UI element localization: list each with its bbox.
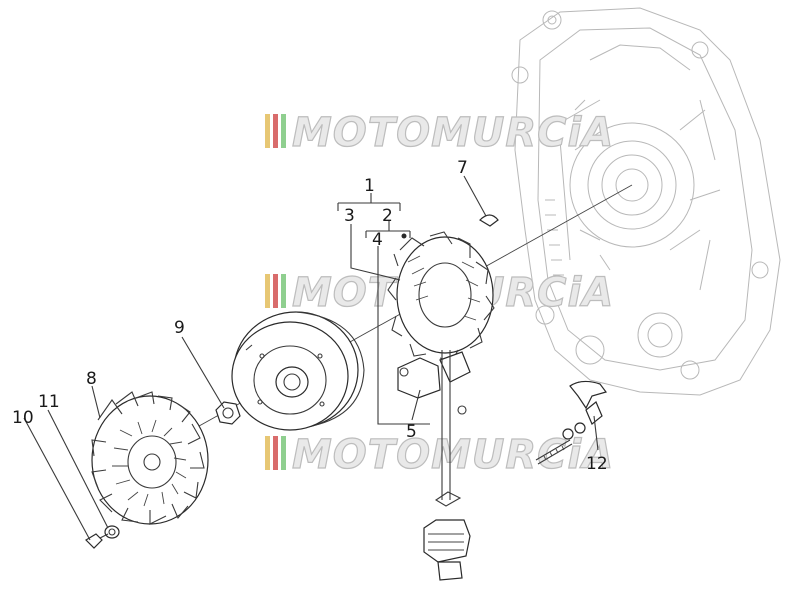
flywheel-rotor xyxy=(231,311,365,431)
callout-12: 12 xyxy=(586,454,608,474)
callout-2: 2 xyxy=(382,206,393,226)
callout-11: 11 xyxy=(38,392,60,412)
callout-8: 8 xyxy=(86,369,97,389)
watermark-bar-yellow xyxy=(265,114,270,148)
watermark-bottom: MOTOMURCiA xyxy=(265,431,614,479)
callout-10: 10 xyxy=(12,408,34,428)
watermark-bar-red xyxy=(273,436,278,470)
watermark-bar-red xyxy=(273,274,278,308)
flywheel-nut xyxy=(215,401,241,425)
washer xyxy=(104,525,120,539)
callout-9: 9 xyxy=(174,318,185,338)
woodruff-key xyxy=(479,214,499,227)
watermark-bar-green xyxy=(281,436,286,470)
callout-labels: 1 2 3 4 5 7 8 9 10 11 12 xyxy=(12,158,608,474)
pickup-assembly xyxy=(397,350,471,581)
watermark-bar-yellow xyxy=(265,274,270,308)
leader-lines xyxy=(23,175,599,541)
bolt-assembly xyxy=(535,380,608,465)
callout-1: 1 xyxy=(364,176,375,196)
stator xyxy=(387,231,495,363)
watermark-bar-green xyxy=(281,274,286,308)
watermark-bar-red xyxy=(273,114,278,148)
crankcase-housing xyxy=(511,7,781,396)
watermark-text: MOTOMURCiA xyxy=(292,432,614,478)
watermark-top: MOTOMURCiA xyxy=(265,109,614,157)
callout-3: 3 xyxy=(344,206,355,226)
fan-screw xyxy=(85,533,109,549)
assembly-axis-line xyxy=(119,184,633,471)
callout-4: 4 xyxy=(372,230,383,250)
callout-7: 7 xyxy=(457,158,468,178)
watermark-bar-green xyxy=(281,114,286,148)
watermark-bar-yellow xyxy=(265,436,270,470)
cooling-fan xyxy=(91,391,209,525)
watermark-text: MOTOMURCiA xyxy=(292,110,614,156)
callout-5: 5 xyxy=(406,422,417,442)
